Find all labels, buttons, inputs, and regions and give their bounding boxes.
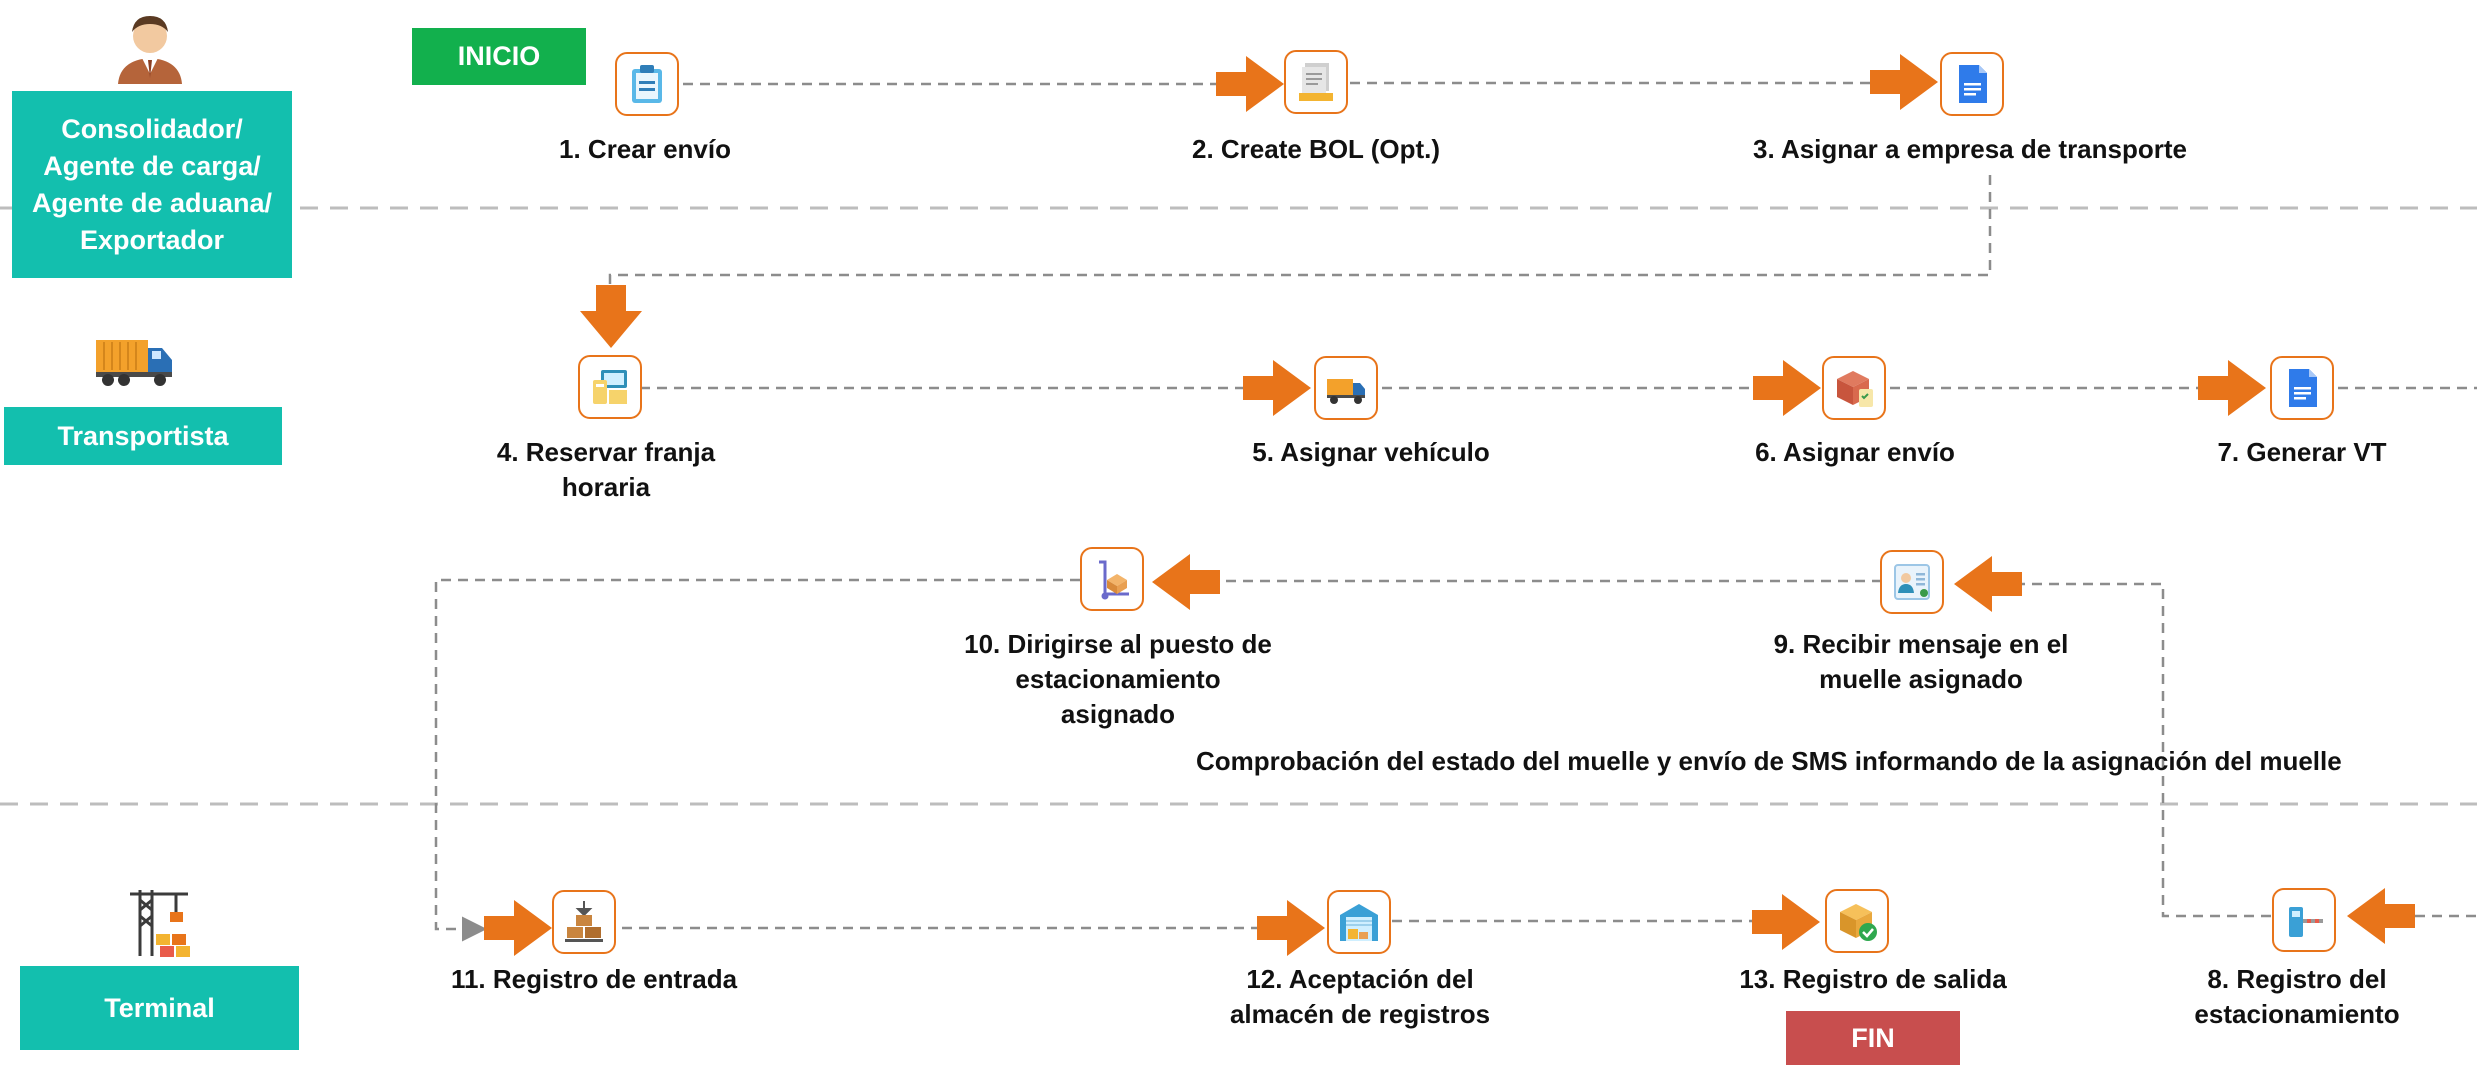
- step-1-node[interactable]: [615, 52, 679, 116]
- step-label-line: 8. Registro del: [2207, 964, 2387, 994]
- step-12-label: 12. Aceptación del almacén de registros: [1230, 962, 1490, 1032]
- step-1-label: 1. Crear envío: [559, 132, 731, 167]
- lane-label-line: Consolidador/: [61, 113, 243, 144]
- lane-label-transportista: Transportista: [4, 407, 282, 465]
- warehouse-icon: [1340, 904, 1378, 941]
- step-4-label: 4. Reservar franja horaria: [497, 435, 715, 505]
- step-label-line: 9. Recibir mensaje en el: [1773, 629, 2069, 659]
- step-label-line: almacén de registros: [1229, 999, 1491, 1029]
- hand-truck-icon: [1099, 560, 1129, 600]
- step-label-line: 6. Asignar envío: [1755, 437, 1955, 467]
- step-label-line: 7. Generar VT: [2217, 437, 2387, 467]
- lane-label-line: Exportador: [79, 224, 225, 255]
- flow-arrow: [1152, 554, 1220, 610]
- flow-arrow: [1870, 54, 1938, 110]
- flow-arrow: [2347, 888, 2415, 944]
- step-label-line: 1. Crear envío: [559, 134, 731, 164]
- end-badge: FIN: [1786, 1011, 1960, 1065]
- document-stack-icon: [1299, 63, 1333, 101]
- start-badge: INICIO: [412, 28, 586, 85]
- message-card-icon: [1894, 564, 1930, 600]
- stacked-boxes-icon: [565, 901, 603, 942]
- step-label-line: 2. Create BOL (Opt.): [1191, 134, 1441, 164]
- step-label-line: 10. Dirigirse al puesto de: [964, 629, 1272, 659]
- step-5-node[interactable]: [1314, 356, 1378, 420]
- flow-arrow: [2198, 360, 2266, 416]
- truck-icon: [1327, 379, 1365, 404]
- lane-label-line: Agente de aduana/: [31, 187, 273, 218]
- step-11-node[interactable]: [552, 890, 616, 954]
- flow-arrow: [1954, 556, 2022, 612]
- flow-arrow: [1243, 360, 1311, 416]
- step-6-label: 6. Asignar envío: [1755, 435, 1955, 470]
- package-checklist-icon: [1837, 371, 1873, 407]
- step-10-label: 10. Dirigirse al puesto de estacionamien…: [964, 627, 1272, 732]
- step-5-label: 5. Asignar vehículo: [1252, 435, 1489, 470]
- connector-8-9: [2020, 582, 2271, 918]
- step-label-line: 11. Registro de entrada: [450, 964, 738, 994]
- step-3-label: 3. Asignar a empresa de transporte: [1753, 132, 2187, 167]
- lane-label-line: Agente de carga/: [43, 150, 261, 181]
- parking-gate-icon: [2289, 907, 2323, 937]
- step-label-line: estacionamiento: [2194, 999, 2400, 1029]
- step-8-label: 8. Registro del estacionamiento: [2194, 962, 2399, 1032]
- step-8-node[interactable]: [2272, 888, 2336, 952]
- flow-arrow: [1257, 900, 1325, 956]
- step-label-line: 3. Asignar a empresa de transporte: [1753, 134, 2187, 164]
- booking-terminal-icon: [593, 370, 627, 404]
- step-7-label: 7. Generar VT: [2217, 435, 2386, 470]
- clipboard-icon: [632, 65, 662, 103]
- step-9-label: 9. Recibir mensaje en el muelle asignado: [1774, 627, 2069, 697]
- flow-arrow: [1753, 360, 1821, 416]
- dock-check-note: Comprobación del estado del muelle y env…: [1196, 746, 2342, 776]
- crane-icon: [130, 890, 190, 957]
- flow-arrow: [1752, 894, 1820, 950]
- step-3-node[interactable]: [1940, 52, 2004, 116]
- step-label-line: muelle asignado: [1819, 664, 2023, 694]
- step-7-node[interactable]: [2270, 356, 2334, 420]
- step-11-label: 11. Registro de entrada: [451, 962, 737, 997]
- step-10-node[interactable]: [1080, 547, 1144, 611]
- flow-arrow: [580, 285, 642, 348]
- connector-3-4: [608, 175, 1992, 285]
- step-9-node[interactable]: [1880, 550, 1944, 614]
- step-4-node[interactable]: [578, 355, 642, 419]
- lane-label-terminal: Terminal: [20, 966, 299, 1050]
- flow-arrow: [1216, 56, 1284, 112]
- google-doc-icon: [2289, 369, 2317, 407]
- connector-10-11: [434, 578, 1080, 942]
- step-label-line: 13. Registro de salida: [1739, 964, 2007, 994]
- step-label-line: horaria: [561, 472, 651, 502]
- step-13-label: 13. Registro de salida: [1739, 962, 2006, 997]
- flow-arrow: [484, 900, 552, 956]
- google-doc-icon: [1959, 65, 1987, 103]
- step-label-line: 4. Reservar franja: [496, 437, 716, 467]
- step-label-line: estacionamiento: [1015, 664, 1221, 694]
- step-13-node[interactable]: [1825, 889, 1889, 953]
- box-check-icon: [1840, 904, 1877, 941]
- truck-icon: [96, 340, 172, 386]
- person-icon: [118, 16, 182, 84]
- step-2-node[interactable]: [1284, 50, 1348, 114]
- step-label-line: 5. Asignar vehículo: [1252, 437, 1490, 467]
- step-label-line: 12. Aceptación del: [1246, 964, 1474, 994]
- step-6-node[interactable]: [1822, 356, 1886, 420]
- lane-label-consolidador: Consolidador/ Agente de carga/ Agente de…: [12, 91, 292, 278]
- step-label-line: asignado: [1060, 699, 1176, 729]
- step-12-node[interactable]: [1327, 890, 1391, 954]
- step-2-label: 2. Create BOL (Opt.): [1192, 132, 1440, 167]
